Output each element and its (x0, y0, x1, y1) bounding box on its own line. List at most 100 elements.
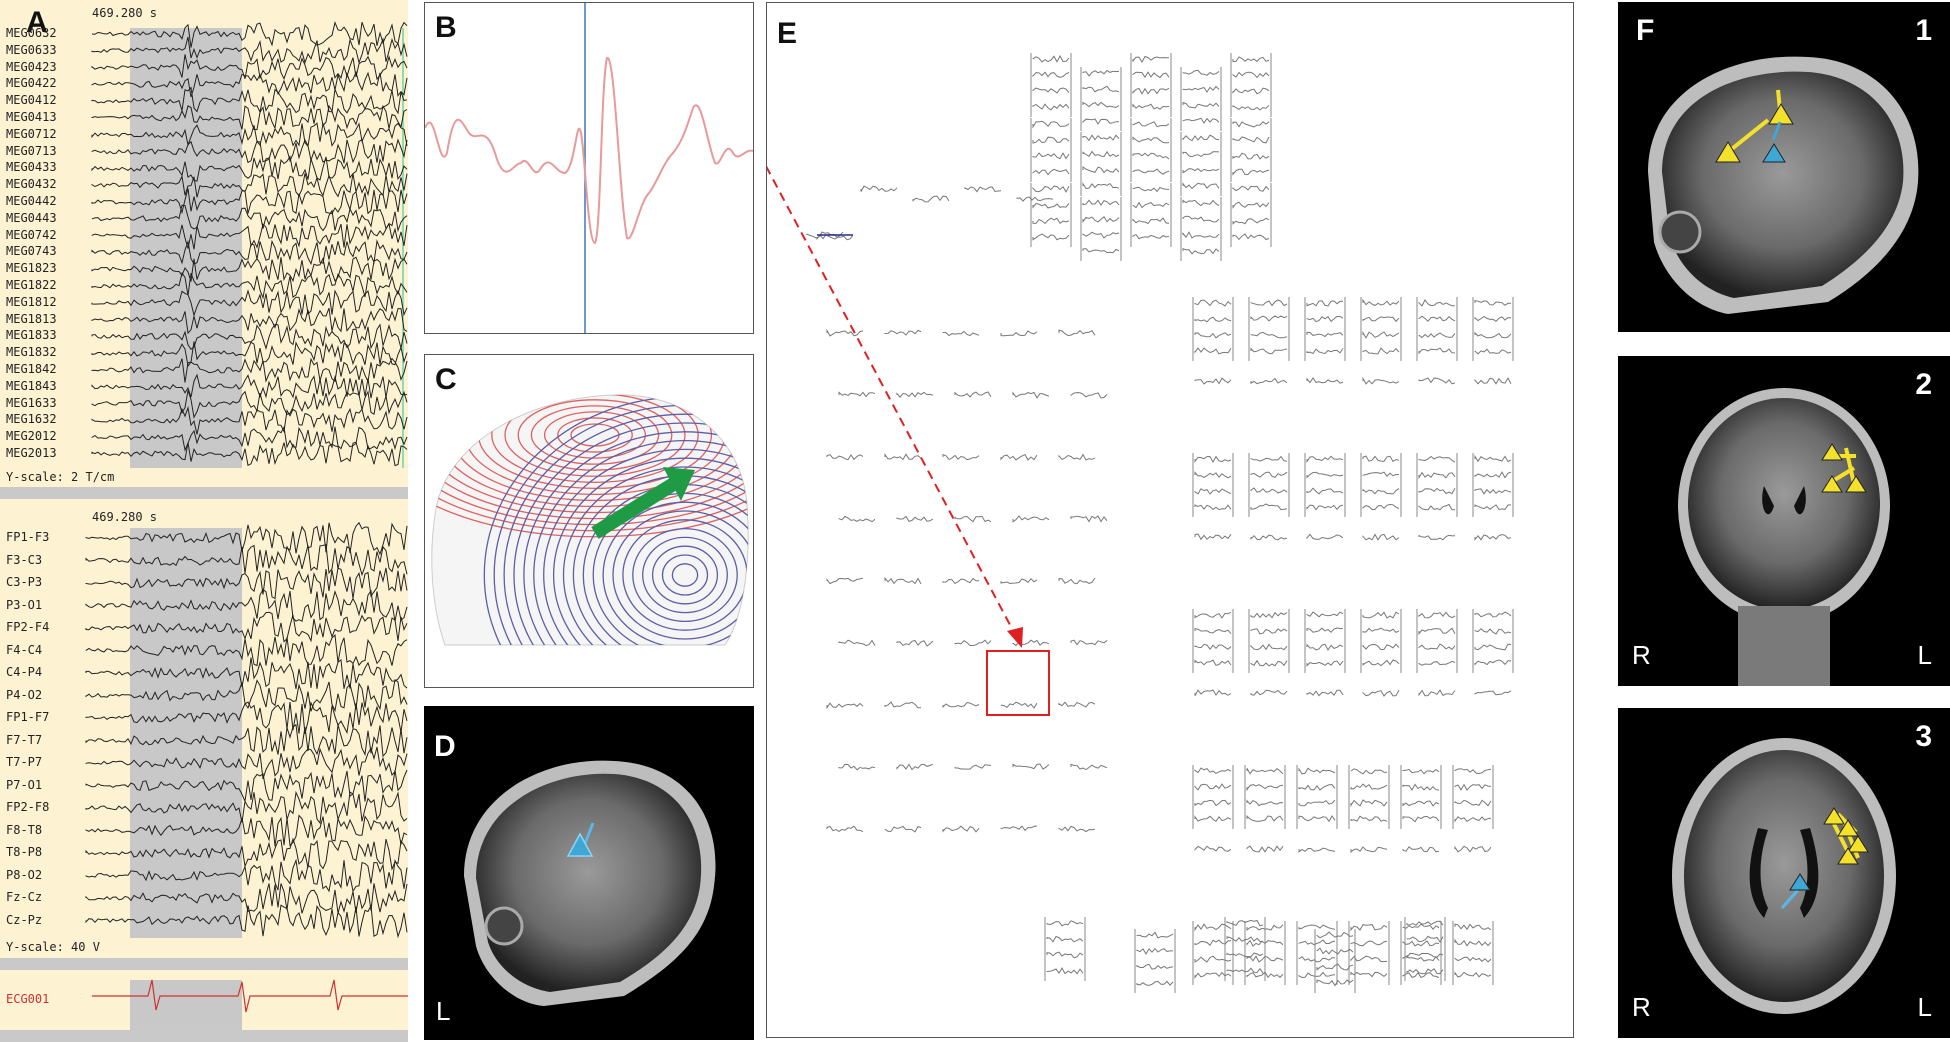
sensor-trace (1032, 168, 1070, 176)
sensor-trace (1132, 186, 1170, 193)
meg-separator-bar (0, 487, 408, 499)
sensor-trace (1082, 69, 1120, 77)
sensor-trace (1070, 763, 1108, 771)
sensor-trace (954, 639, 992, 646)
eeg-channel-label: F7-T7 (6, 732, 43, 747)
sensor-bracket (1180, 132, 1222, 196)
sensor-trace (1000, 330, 1038, 337)
meg-channel-label: MEG0743 (6, 244, 57, 259)
sensor-bracket (1400, 765, 1442, 829)
sensor-bracket (1244, 921, 1286, 985)
sensor-trace (1194, 533, 1232, 541)
sensor-trace-group (942, 330, 980, 337)
meg-trace (91, 188, 408, 215)
sensor-trace (1362, 488, 1400, 495)
sensor-trace (1232, 217, 1270, 225)
sensor-trace (1350, 924, 1388, 932)
sensor-trace (1182, 151, 1220, 158)
sensor-trace (1418, 689, 1456, 697)
sensor-trace (1058, 825, 1096, 833)
sensor-trace (1032, 203, 1070, 209)
sensor-trace-group (964, 186, 1002, 193)
sensor-trace-group (1030, 118, 1072, 182)
sensor-trace (1250, 455, 1288, 462)
sensor-trace-group (1194, 533, 1232, 541)
eeg-trace (85, 814, 408, 847)
sensor-trace-group (954, 764, 992, 770)
sensor-trace-group (1306, 377, 1344, 384)
sensor-trace (1250, 487, 1288, 494)
dipole-marker-yellow-4 (1837, 847, 1859, 865)
sensor-trace (1362, 627, 1400, 634)
positive-contour (431, 394, 749, 520)
sensor-trace (1032, 54, 1070, 63)
meg-channel-label: MEG0713 (6, 143, 57, 158)
sensor-trace (1306, 455, 1344, 464)
meg-trace (91, 425, 408, 452)
dipole-marker-yellow-2 (1715, 141, 1741, 163)
meg-channel-label: MEG0413 (6, 110, 57, 124)
sensor-trace (1046, 967, 1084, 975)
meg-channel-label: MEG0632 (6, 26, 57, 40)
sensor-trace (1418, 534, 1456, 541)
sensor-trace (1194, 783, 1232, 791)
mri-f3-svg (1672, 738, 1896, 1014)
eeg-channel-label: C3-P3 (6, 575, 43, 589)
sensor-trace-group (1404, 917, 1446, 981)
negative-contour (602, 501, 749, 645)
sensor-trace (1136, 963, 1174, 970)
sensor-trace (826, 825, 864, 833)
sensor-trace (1418, 299, 1456, 307)
sensor-trace-group (1418, 689, 1456, 697)
sensor-trace-group (1248, 297, 1290, 361)
sensor-trace (1194, 955, 1232, 963)
meg-channel-label: MEG1843 (6, 378, 57, 393)
eeg-channel-label: FP1-F3 (6, 530, 50, 544)
magnetic-field-contour-svg (431, 394, 749, 646)
sensor-trace-group (954, 391, 992, 398)
sensor-traces (806, 53, 1514, 993)
sensor-bracket (1192, 609, 1234, 673)
negative-contour (523, 431, 749, 645)
sensor-trace (1362, 316, 1400, 323)
sensor-trace (1232, 104, 1270, 111)
sensor-trace (1194, 488, 1232, 495)
sensor-trace-group (1080, 67, 1122, 131)
mri-sagittal-svg (464, 760, 716, 1006)
sensor-bracket (1244, 765, 1286, 829)
sensor-trace (1306, 300, 1344, 307)
sensor-bracket (1080, 132, 1122, 196)
sensor-trace-group (1194, 845, 1232, 852)
sensor-trace-group (1244, 765, 1286, 829)
eeg-channel-label: FP2-F4 (6, 620, 50, 634)
sensor-trace (1082, 134, 1120, 142)
sensor-trace (860, 185, 898, 192)
sensor-trace-group (942, 577, 980, 585)
view-number-2: 2 (1915, 368, 1932, 401)
sensor-trace (1406, 952, 1444, 959)
sensor-trace-group (1362, 376, 1400, 385)
sensor-trace-group (826, 702, 864, 710)
sensor-trace (1474, 611, 1512, 618)
sensor-trace (1046, 920, 1084, 927)
sensor-trace (1306, 331, 1344, 338)
sensor-trace (1246, 955, 1284, 963)
sensor-trace-group (1012, 515, 1050, 523)
eeg-trace (85, 588, 408, 623)
meg-scale-label: Y-scale: 2 T/cm (6, 470, 115, 484)
eeg-trace (85, 657, 408, 689)
eeg-channel-label: T7-P7 (6, 755, 43, 769)
orientation-label-right: L (1917, 992, 1932, 1022)
panel-letter-f: F (1636, 14, 1655, 47)
sensor-trace (1402, 940, 1440, 947)
meg-channel-label: MEG1823 (6, 261, 57, 276)
sensor-trace (1250, 377, 1288, 385)
sensor-trace-group (1000, 453, 1038, 461)
sensor-trace-group (1360, 453, 1402, 517)
sensor-trace-group (1000, 825, 1038, 832)
sensor-trace-group (1296, 921, 1338, 985)
sensor-trace (1194, 659, 1232, 666)
dipole-line-yellow-3 (1844, 447, 1856, 485)
sensor-trace-group (1250, 689, 1288, 696)
sensor-trace (1194, 971, 1232, 980)
